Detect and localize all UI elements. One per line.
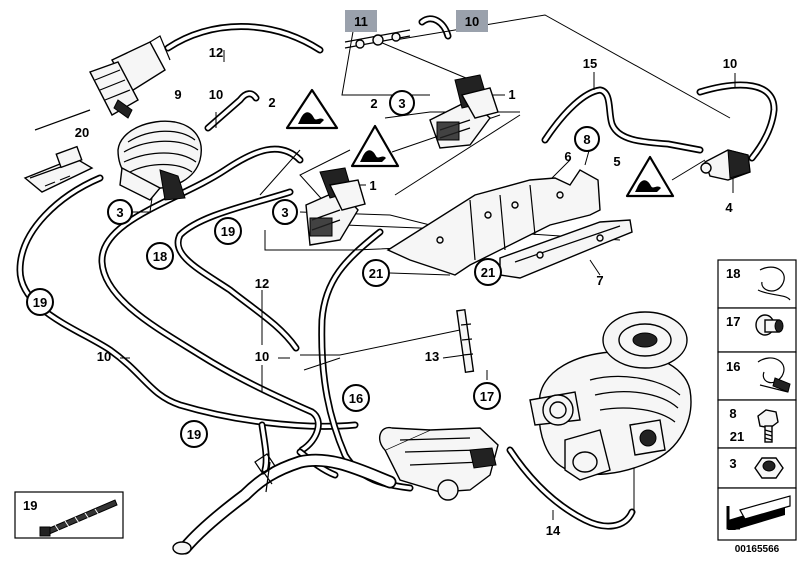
circled-callout-17: 17 (473, 382, 501, 410)
callout-1-lower: 1 (369, 178, 376, 193)
hose-clip-icon (757, 266, 791, 301)
callout-10-lower: 10 (255, 349, 269, 364)
callout-15: 15 (583, 56, 597, 71)
callout-12-top: 12 (209, 45, 223, 60)
parts-legend: 18 17 16 8 21 3 (717, 259, 797, 555)
legend-cell-8-21 (717, 399, 797, 449)
callout-11-highlight (345, 10, 377, 32)
svg-text:3: 3 (398, 96, 405, 111)
intake-throttle-body (378, 426, 499, 501)
circled-callout-21-left: 21 (362, 259, 390, 287)
part-1-pressure-converter-upper (429, 74, 499, 149)
callout-10-right: 10 (723, 56, 737, 71)
callouts: 11 10 12 9 10 20 2 2 1 1 15 10 6 5 4 7 1… (75, 10, 737, 538)
callout-7: 7 (596, 273, 603, 288)
diagram-id: 00165566 (735, 544, 780, 555)
legend-label-8: 8 (729, 406, 736, 421)
turbocharger (529, 311, 692, 481)
circled-callout-8: 8 (574, 126, 600, 152)
part-20-shutoff-valve (23, 145, 94, 193)
legend-cell-16 (717, 351, 797, 401)
circled-callout-16: 16 (342, 384, 370, 412)
circled-callout-3-lower: 3 (272, 199, 298, 225)
circled-callout-19-a: 19 (214, 217, 242, 245)
callout-6: 6 (564, 149, 571, 164)
hex-nut-icon (754, 457, 784, 479)
main-vacuum-line (172, 453, 397, 555)
document-arrow-icon (726, 495, 791, 530)
circled-callouts: 3 3 3 8 19 18 19 19 (26, 90, 600, 448)
callout-10-top: 10 (465, 14, 479, 29)
legend-label-16: 16 (726, 359, 740, 374)
hose-10-right (696, 81, 778, 162)
callout-11: 11 (354, 14, 368, 29)
callout-10-left: 10 (97, 349, 111, 364)
part-7-heat-shield (499, 219, 633, 279)
part-9-vacuum-actuator (117, 120, 202, 201)
legend-label-18: 18 (726, 266, 740, 281)
svg-text:19: 19 (33, 295, 47, 310)
circled-callout-19-b: 19 (26, 288, 54, 316)
circled-callout-19-c: 19 (180, 420, 208, 448)
callout-14: 14 (546, 523, 561, 538)
svg-text:8: 8 (583, 132, 590, 147)
svg-text:19: 19 (187, 427, 201, 442)
svg-text:3: 3 (281, 205, 288, 220)
svg-text:18: 18 (153, 249, 167, 264)
part-13-non-return-valve (456, 308, 475, 374)
svg-text:17: 17 (480, 389, 494, 404)
warning-label-2-right (350, 124, 400, 168)
callout-13: 13 (425, 349, 439, 364)
legend-label-21: 21 (730, 429, 744, 444)
part-11-t-connector (344, 29, 411, 49)
svg-text:19: 19 (221, 224, 235, 239)
circled-callout-3-left: 3 (107, 199, 133, 225)
legend-label-3: 3 (729, 456, 736, 471)
callout-9: 9 (174, 87, 181, 102)
cable-tie-icon (39, 499, 118, 537)
svg-text:3: 3 (116, 205, 123, 220)
part-6-bracket (386, 169, 601, 276)
callout-1-upper: 1 (508, 87, 515, 102)
legend-label-19: 19 (23, 498, 37, 513)
circled-callout-18: 18 (146, 242, 174, 270)
part-1-pressure-converter-lower (305, 167, 366, 246)
callout-2-left: 2 (268, 95, 275, 110)
warning-label-5 (625, 155, 675, 198)
legend-cell-19: 19 (14, 491, 124, 539)
callout-12-mid: 12 (255, 276, 269, 291)
top-left-pressure-converter (34, 35, 171, 131)
spring-clip-icon (757, 357, 791, 393)
rubber-grommet-icon (755, 314, 784, 336)
hose-15 (541, 86, 704, 154)
circled-callout-21-right: 21 (474, 258, 502, 286)
callout-10-highlight (456, 10, 488, 32)
hoses (16, 15, 778, 530)
callout-5: 5 (613, 154, 620, 169)
circled-callout-3-upper: 3 (389, 90, 415, 116)
callout-20: 20 (75, 125, 89, 140)
svg-text:21: 21 (369, 266, 383, 281)
svg-text:21: 21 (481, 265, 495, 280)
callout-10-mid: 10 (209, 87, 223, 102)
hose-19-left (16, 174, 359, 430)
warning-label-2-left (285, 88, 339, 130)
part-4-switchover-valve (700, 149, 751, 181)
legend-label-17: 17 (726, 314, 740, 329)
callout-4: 4 (725, 200, 733, 215)
callout-2-right: 2 (370, 96, 377, 111)
hex-bolt-icon (757, 409, 779, 443)
svg-text:16: 16 (349, 391, 363, 406)
